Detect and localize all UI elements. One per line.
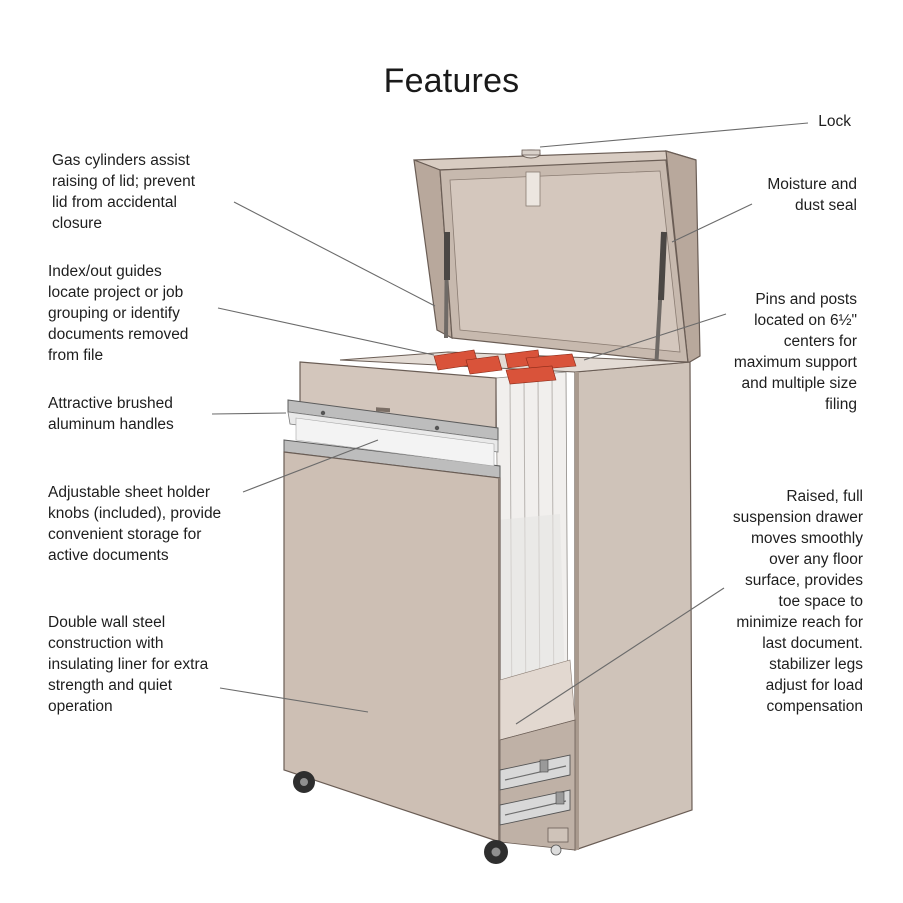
leader-handles [211, 412, 287, 415]
callout-suspension-drawer: Raised, full suspension drawer moves smo… [732, 488, 863, 715]
casters [293, 771, 569, 864]
leader-moisture-seal [671, 203, 753, 243]
drawer-front [283, 451, 501, 843]
leader-pins-posts [583, 313, 727, 361]
suspension-slides [499, 754, 571, 826]
callout-double-wall: Double wall steel construction with insu… [48, 614, 209, 715]
callout-moisture-seal: Moisture and dust seal [767, 176, 857, 214]
diagram-title: Features [383, 62, 520, 100]
leader-double-wall [219, 687, 369, 713]
callout-index-guides: Index/out guides locate project or job g… [48, 263, 189, 364]
leader-lines [211, 122, 809, 725]
lid-bracket [525, 171, 541, 207]
leader-suspension-drawer [515, 587, 725, 725]
callout-handles: Attractive brushed aluminum handles [48, 395, 174, 433]
callout-lock: Lock [818, 113, 851, 130]
index-tabs [433, 349, 577, 385]
lock [521, 149, 541, 159]
aluminum-handles [283, 399, 501, 479]
leader-index-guides [217, 307, 435, 356]
callout-sheet-holder: Adjustable sheet holder knobs (included)… [48, 484, 222, 564]
gas-cylinders [444, 231, 667, 371]
label-slot [376, 407, 390, 413]
lid [413, 150, 701, 364]
leader-lock [539, 122, 809, 148]
callout-pins-posts: Pins and posts located on 6½" centers fo… [733, 291, 857, 413]
leader-sheet-holder [242, 439, 379, 493]
callout-gas-cylinders: Gas cylinders assist raising of lid; pre… [52, 152, 196, 232]
leader-gas-cylinders [233, 201, 436, 307]
